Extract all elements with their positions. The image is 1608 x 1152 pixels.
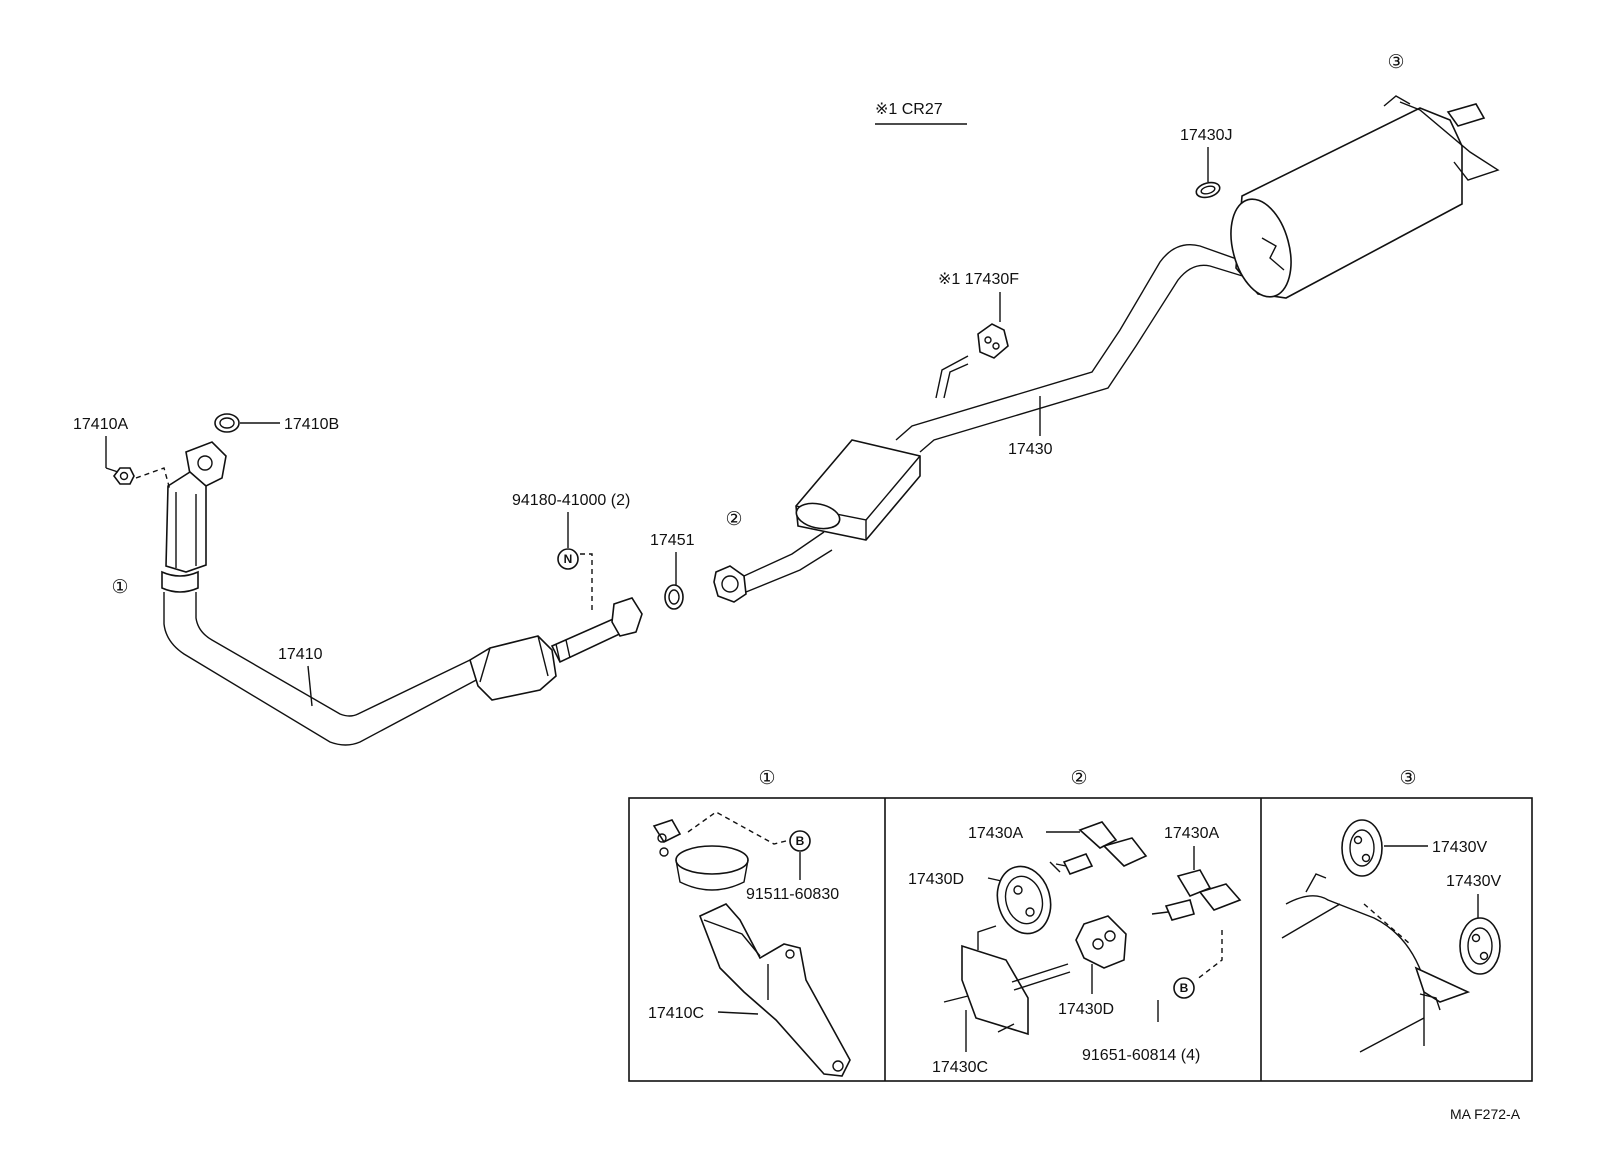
nut-17410A[interactable] <box>113 467 135 485</box>
bolt-b-letter-1: B <box>796 834 805 848</box>
label-91511-60830: 91511-60830 <box>746 886 839 903</box>
rubber-hanger-17430V-top[interactable] <box>1341 819 1383 877</box>
clamp-bracket[interactable] <box>652 819 749 891</box>
heat-shield-17410C[interactable] <box>698 903 851 1077</box>
callout-2[interactable]: ② <box>725 508 742 530</box>
inset-1-title: ① <box>758 767 775 789</box>
clamp-bolt-dashed-leader <box>687 811 791 845</box>
leader-17410A-end <box>105 467 119 473</box>
rear-muffler-bracket[interactable] <box>1281 873 1471 1053</box>
label-17410A: 17410A <box>73 416 128 433</box>
callout-3[interactable]: ③ <box>1387 51 1404 73</box>
gasket-17430J[interactable] <box>1195 180 1222 200</box>
main-muffler[interactable] <box>1221 95 1500 304</box>
leader-17410 <box>307 665 313 707</box>
label-17430A-right: 17430A <box>1164 825 1219 842</box>
label-17410B: 17410B <box>284 416 339 433</box>
label-17430J: 17430J <box>1180 127 1233 144</box>
label-94180-41000: 94180-41000 (2) <box>512 492 630 509</box>
bracket-17430A-left[interactable] <box>1049 821 1148 875</box>
label-17430F: ※1 17430F <box>938 271 1019 288</box>
gasket-17410B[interactable] <box>214 413 240 433</box>
leader-17410C <box>717 1011 759 1015</box>
callout-1[interactable]: ① <box>111 576 128 598</box>
label-17451: 17451 <box>650 532 695 549</box>
bolt-b-letter-2: B <box>1180 981 1189 995</box>
label-17410C: 17410C <box>648 1005 704 1022</box>
bracket-17430A-right[interactable] <box>1151 869 1242 921</box>
inset-3-title: ③ <box>1399 767 1416 789</box>
detail-inset-frame <box>628 797 1533 1082</box>
bolt-b-symbol-2[interactable] <box>1173 977 1195 999</box>
label-17430: 17430 <box>1008 441 1053 458</box>
label-91651-60814: 91651-60814 (4) <box>1082 1047 1200 1064</box>
gasket-17451[interactable] <box>664 584 684 610</box>
label-17430V-bottom: 17430V <box>1446 873 1501 890</box>
rubber-hanger-17430D-left[interactable] <box>990 860 1058 939</box>
label-17430D-right: 17430D <box>1058 1001 1114 1018</box>
diagram-code: MA F272-A <box>1450 1106 1521 1122</box>
front-exhaust-pipe[interactable] <box>161 441 643 746</box>
hanger-bracket-17430C[interactable] <box>943 925 1071 1036</box>
label-17430D-left: 17430D <box>908 871 964 888</box>
rubber-hanger-17430V-bottom[interactable] <box>1459 917 1501 975</box>
label-17430V-top: 17430V <box>1432 839 1487 856</box>
center-exhaust-pipe[interactable] <box>713 244 1263 603</box>
label-17430A-left: 17430A <box>968 825 1023 842</box>
hanger-17430F[interactable] <box>977 323 1009 359</box>
nut-n-symbol[interactable] <box>557 548 579 570</box>
label-17430C: 17430C <box>932 1059 988 1076</box>
bolt-b-dashed-leader <box>1195 930 1223 981</box>
nut-n-dashed-leader <box>580 553 593 612</box>
nut-leader-dashed <box>135 467 171 491</box>
inset-2-title: ② <box>1070 767 1087 789</box>
bolt-b-symbol-1[interactable] <box>789 830 811 852</box>
variant-note-label: ※1 CR27 <box>875 101 943 118</box>
rubber-hanger-17430D-right[interactable] <box>1075 915 1127 969</box>
label-17410: 17410 <box>278 646 323 663</box>
nut-n-letter: N <box>564 552 573 566</box>
